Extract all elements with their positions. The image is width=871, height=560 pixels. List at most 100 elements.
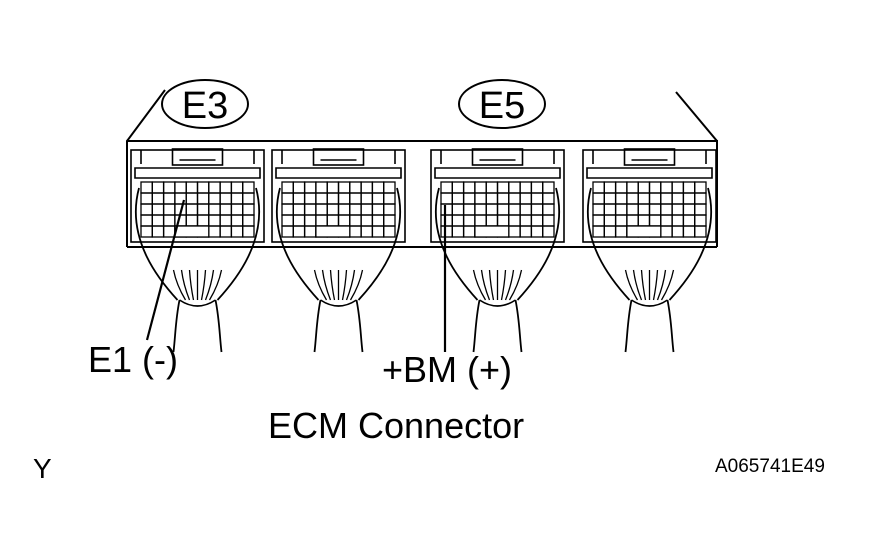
wire — [480, 269, 491, 301]
pin-cavity — [530, 192, 544, 205]
pin-cavity — [614, 214, 628, 227]
pin-cavity — [140, 181, 153, 194]
figure-code: A065741E49 — [715, 456, 825, 477]
connector-body — [430, 149, 565, 243]
pin-cavity — [230, 192, 244, 205]
wire-harness-loop — [586, 187, 713, 301]
pin-cavity — [614, 225, 628, 238]
pin-cavity — [614, 181, 628, 194]
wire — [632, 269, 643, 301]
pin-cavity — [648, 203, 662, 216]
wire — [341, 269, 348, 301]
cable-sleeve — [472, 299, 523, 353]
connector-latch — [623, 148, 676, 166]
pin-cavity — [519, 192, 533, 205]
connector-body — [271, 149, 406, 243]
pin-cavity — [592, 225, 605, 238]
pin-cavity — [542, 214, 555, 227]
pin-cavity — [682, 214, 696, 227]
e5-label: E5 — [479, 85, 525, 127]
pin-cavity — [196, 181, 210, 194]
pin-cavity — [326, 214, 340, 227]
pin-cavity — [530, 225, 544, 238]
pin-cavity — [648, 214, 662, 227]
pin-cavity — [151, 192, 165, 205]
pin-cavity — [337, 192, 351, 205]
pin-cavity — [383, 203, 396, 216]
pin-cavity — [626, 203, 639, 216]
connector-shroud — [434, 167, 561, 179]
pin-cavity — [303, 181, 317, 194]
pin-cavity — [592, 181, 605, 194]
pin-cavity — [474, 203, 487, 216]
wire — [349, 269, 364, 301]
pin-cavity — [451, 192, 465, 205]
wire-harness-loop — [134, 187, 261, 301]
pin-cavity — [140, 203, 153, 216]
pin-cavity — [174, 181, 187, 194]
pin-cavity — [496, 192, 510, 205]
pin-cavity — [440, 181, 453, 194]
pin-cavity — [242, 225, 255, 238]
pin-cavity — [440, 203, 453, 216]
wire — [488, 269, 495, 301]
pin-cavity — [162, 181, 176, 194]
pin-cavity — [360, 225, 374, 238]
wire — [660, 269, 675, 301]
wire — [504, 269, 515, 301]
pin-cavity — [694, 181, 707, 194]
wire — [208, 269, 223, 301]
pin-cavity — [496, 214, 510, 227]
pin-cavity — [242, 192, 255, 205]
pin-cavity — [462, 225, 476, 238]
pin-cavity — [451, 225, 465, 238]
pin-cavity — [383, 181, 396, 194]
pin-cavity — [360, 192, 374, 205]
pin-cavity — [508, 225, 521, 238]
e5-label-bubble: E5 — [458, 79, 546, 129]
pin-cavity — [230, 181, 244, 194]
pin-cavity — [349, 181, 362, 194]
pin-cavity — [349, 225, 362, 238]
pin-cavity — [315, 203, 328, 216]
bm-terminal-label: +BM (+) — [382, 349, 512, 390]
pin-cavity — [326, 203, 340, 216]
pin-cavity — [219, 192, 233, 205]
sleeve-rim — [179, 299, 216, 307]
pin-cavity — [140, 214, 153, 227]
pin-cavity — [230, 214, 244, 227]
cable-sleeve — [313, 299, 364, 353]
pin-cavity — [162, 203, 176, 216]
pin-cavity — [542, 181, 555, 194]
pin-cavity — [474, 214, 487, 227]
pin-cavity — [281, 214, 294, 227]
pin-cavity — [208, 181, 221, 194]
sleeve-rim — [631, 299, 668, 307]
pin-cavity — [208, 203, 221, 216]
pin-cavity — [281, 203, 294, 216]
pin-cavity — [542, 192, 555, 205]
pin-cavity — [162, 192, 176, 205]
pin-cavity — [485, 192, 499, 205]
pin-cavity — [637, 214, 651, 227]
wire-harness-loop — [434, 187, 561, 301]
connector-caption: ECM Connector — [268, 405, 524, 446]
wire — [508, 269, 523, 301]
pin-cavity — [660, 225, 673, 238]
pin-cavity — [219, 203, 233, 216]
pin-cavity — [451, 203, 465, 216]
pin-cavity — [337, 203, 351, 216]
pin-cavity — [671, 181, 685, 194]
pin-cavity — [440, 192, 453, 205]
pin-cavity — [292, 192, 306, 205]
connector-shroud — [275, 167, 402, 179]
pin-cavity — [474, 192, 487, 205]
pin-cavity — [637, 203, 651, 216]
pin-cavity — [185, 214, 199, 227]
pin-cavity — [485, 181, 499, 194]
pin-cavity — [360, 214, 374, 227]
connector-1 — [130, 148, 265, 353]
pin-cavity — [508, 192, 521, 205]
pin-cavity — [474, 181, 487, 194]
